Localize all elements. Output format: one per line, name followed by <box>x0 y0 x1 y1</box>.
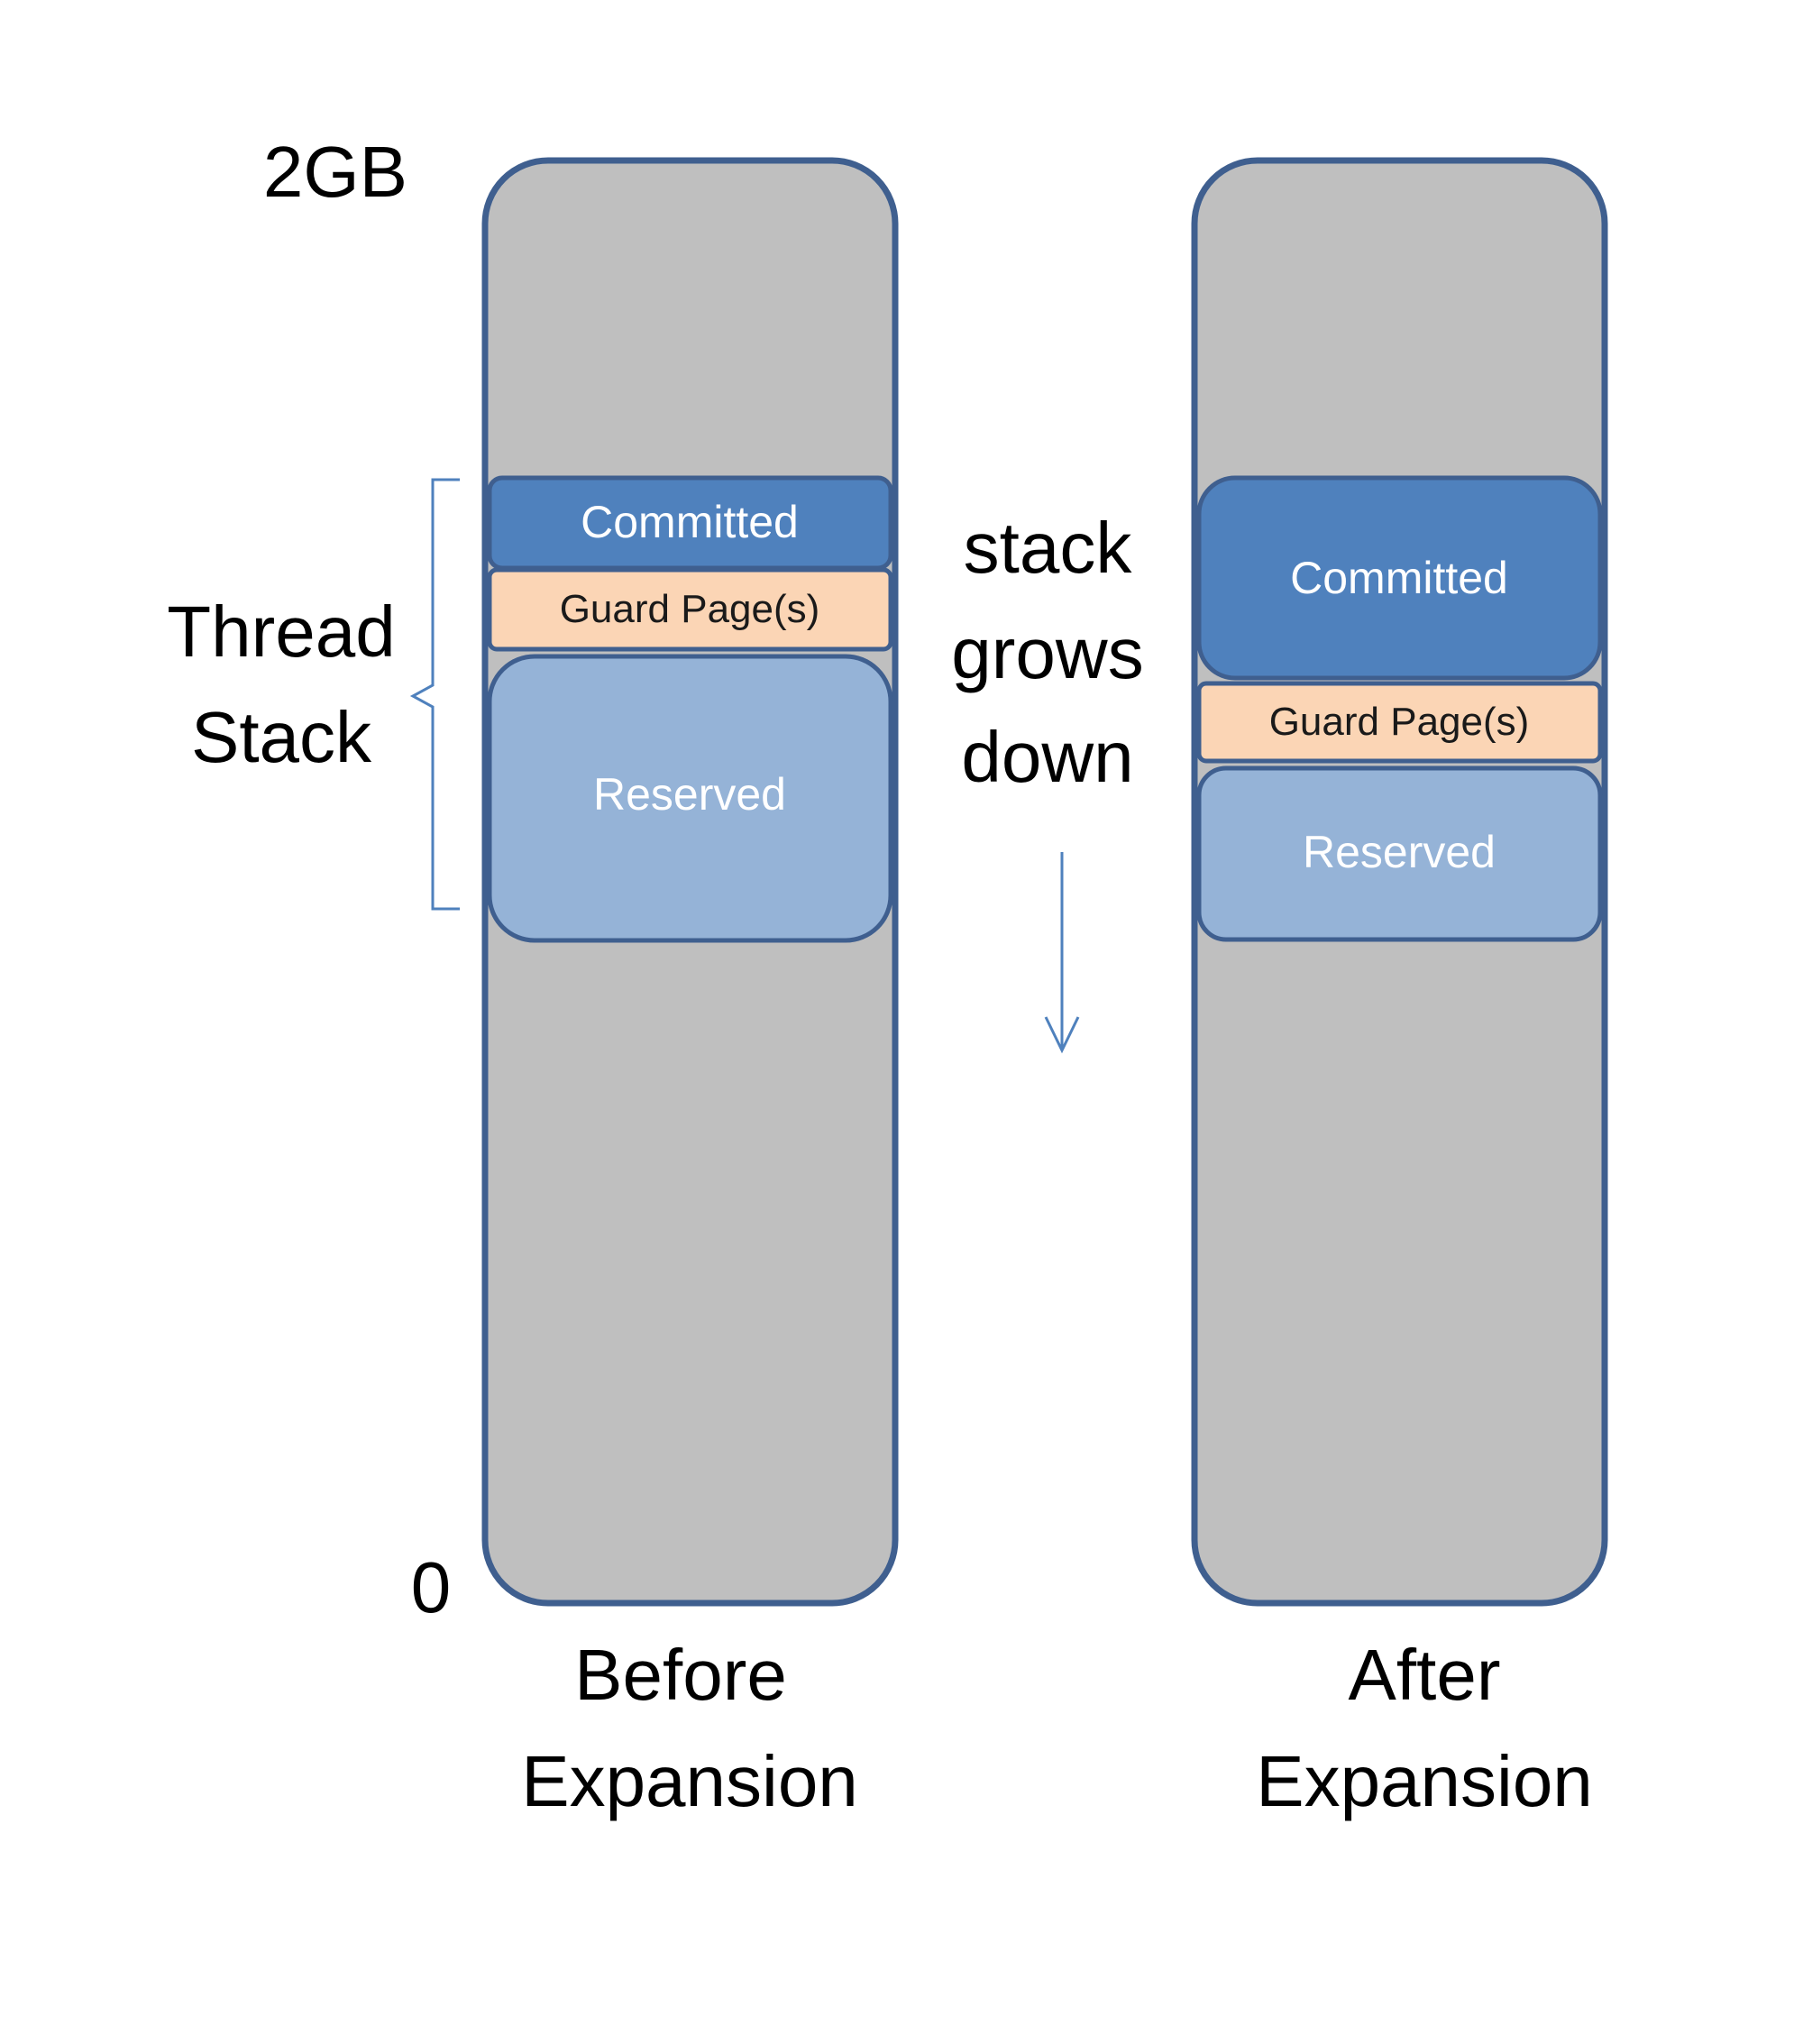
top-address-label: 2GB <box>263 132 407 212</box>
guard-page-segment <box>1196 681 1603 764</box>
reserved-label: Reserved <box>1303 827 1496 877</box>
before-column: Committed Guard Page(s) Reserved Before … <box>481 157 899 1821</box>
guard-page-label: Guard Page(s) <box>560 587 820 631</box>
before-caption: Expansion <box>521 1741 858 1821</box>
before-caption: Before <box>574 1635 787 1715</box>
growth-label: down <box>961 717 1133 797</box>
committed-label: Committed <box>1290 553 1508 603</box>
committed-label: Committed <box>581 497 799 547</box>
after-caption: After <box>1349 1635 1501 1715</box>
reserved-label: Reserved <box>593 769 786 820</box>
committed-segment <box>1196 475 1603 681</box>
thread-stack-label: Stack <box>191 697 372 777</box>
bottom-address-label: 0 <box>411 1547 452 1627</box>
after-column: Committed Guard Page(s) Reserved After E… <box>1191 157 1608 1821</box>
guard-page-label: Guard Page(s) <box>1269 700 1530 744</box>
reserved-segment <box>1196 765 1603 942</box>
guard-page-segment <box>487 567 893 652</box>
down-arrow-icon <box>1044 852 1080 1054</box>
growth-label: stack <box>964 508 1133 588</box>
reserved-segment <box>487 654 893 943</box>
thread-stack-brace <box>409 478 460 911</box>
thread-stack-label: Thread <box>167 591 395 672</box>
after-caption: Expansion <box>1256 1741 1593 1821</box>
growth-label: grows <box>951 613 1143 693</box>
